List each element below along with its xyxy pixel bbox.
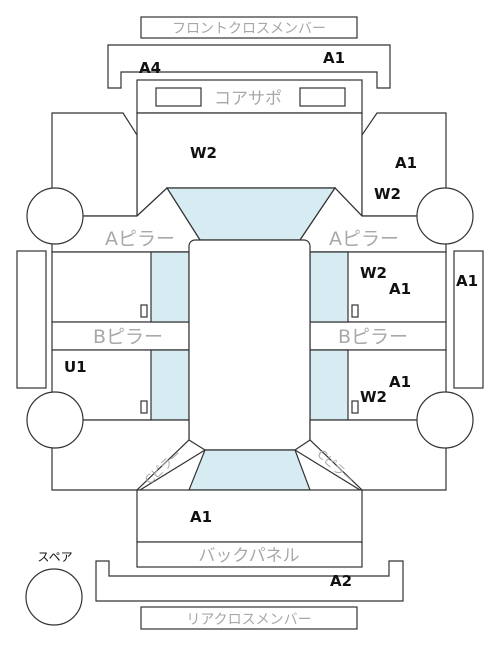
front-cross-member-box bbox=[140, 16, 358, 39]
rear-right-window bbox=[309, 349, 349, 421]
a-pillar-left-label: Aピラー bbox=[105, 228, 175, 250]
code-right-side-sill: A1 bbox=[456, 272, 478, 290]
code-trunk: A1 bbox=[190, 508, 212, 526]
rear-left-wheel bbox=[26, 391, 84, 449]
rear-right-wheel bbox=[416, 391, 474, 449]
b-pillar-right-label: Bピラー bbox=[338, 326, 408, 348]
rear-cross-member-label: リアクロスメンバー bbox=[186, 612, 311, 628]
headlight-left bbox=[155, 87, 202, 107]
front-left-door-handle bbox=[140, 304, 148, 318]
code-front-right-fender-w: W2 bbox=[374, 185, 401, 203]
rear-member-bracket bbox=[95, 560, 404, 602]
spare-label: スペア bbox=[37, 550, 72, 564]
roof-panel bbox=[188, 239, 311, 451]
right-side-sill bbox=[453, 250, 484, 389]
code-front-right-fender-a: A1 bbox=[395, 154, 417, 172]
front-right-door-handle bbox=[351, 304, 359, 318]
code-hood: W2 bbox=[190, 144, 217, 162]
code-rear-left-door: U1 bbox=[64, 358, 87, 376]
b-pillar-left-bar bbox=[51, 321, 190, 351]
code-rear-member: A2 bbox=[330, 572, 352, 590]
code-rear-right-door-w: W2 bbox=[360, 388, 387, 406]
rear-window bbox=[188, 449, 311, 491]
left-side-sill bbox=[16, 250, 47, 389]
front-cross-member-label: フロントクロスメンバー bbox=[172, 21, 326, 37]
front-right-wheel bbox=[416, 187, 474, 245]
rear-right-door-handle bbox=[351, 400, 359, 414]
b-pillar-left-label: Bピラー bbox=[93, 326, 163, 348]
trunk-lid bbox=[136, 489, 363, 543]
front-member-bracket bbox=[107, 44, 391, 89]
a-pillar-right-label: Aピラー bbox=[329, 228, 399, 250]
rear-left-door-handle bbox=[140, 400, 148, 414]
rear-left-window bbox=[150, 349, 190, 421]
code-front-member-right: A1 bbox=[323, 49, 345, 67]
code-front-member-left: A4 bbox=[139, 59, 161, 77]
headlight-right bbox=[299, 87, 346, 107]
front-left-window bbox=[150, 251, 190, 323]
code-front-right-door-w: W2 bbox=[360, 264, 387, 282]
code-front-right-door-a: A1 bbox=[389, 280, 411, 298]
front-right-window bbox=[309, 251, 349, 323]
core-support-label: コアサポ bbox=[214, 89, 282, 109]
rear-cross-member-box bbox=[140, 606, 358, 630]
back-panel-label: バックパネル bbox=[198, 546, 299, 566]
back-panel-box bbox=[136, 541, 363, 568]
spare-tire bbox=[25, 568, 83, 626]
code-rear-right-door-a: A1 bbox=[389, 373, 411, 391]
front-left-wheel bbox=[26, 187, 84, 245]
